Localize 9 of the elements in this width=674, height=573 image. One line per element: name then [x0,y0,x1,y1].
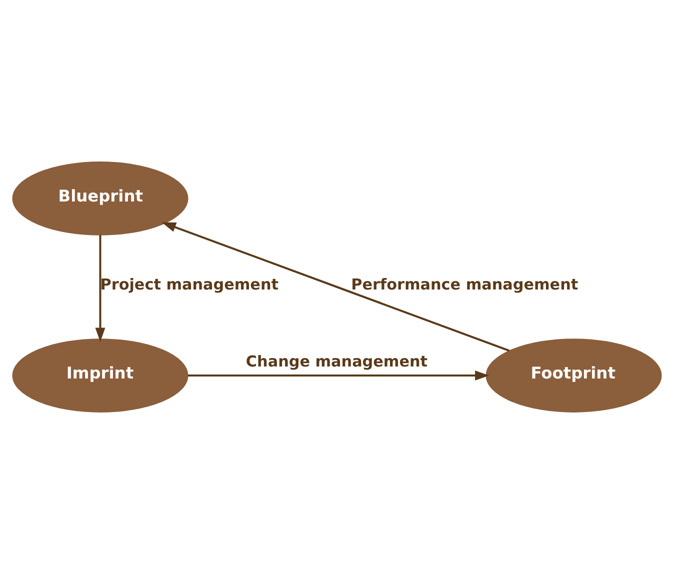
arrow [95,234,106,342]
edge-label: Performance management [351,275,578,294]
edge-label: Change management [246,352,428,370]
node-ellipse: Blueprint [12,161,188,235]
arrow [188,370,490,380]
node-ellipse: Imprint [12,338,188,412]
arrow [162,222,510,352]
node-ellipse: Footprint [486,338,662,412]
edge-label: Project management [100,275,278,294]
